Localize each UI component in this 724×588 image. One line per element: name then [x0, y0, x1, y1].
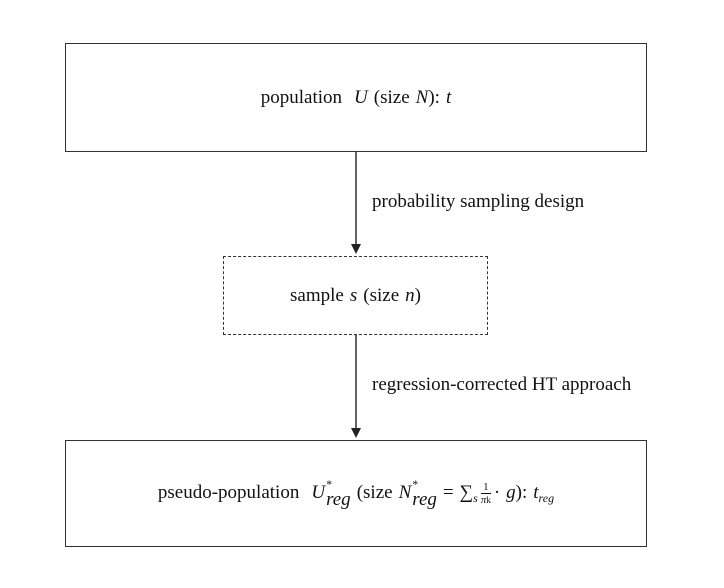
arrowhead-2 — [351, 428, 361, 438]
sampling-design-label: probability sampling design — [372, 191, 585, 212]
regression-approach-label: regression-corrected HT approach — [372, 374, 632, 395]
arrowhead-1 — [351, 244, 361, 254]
